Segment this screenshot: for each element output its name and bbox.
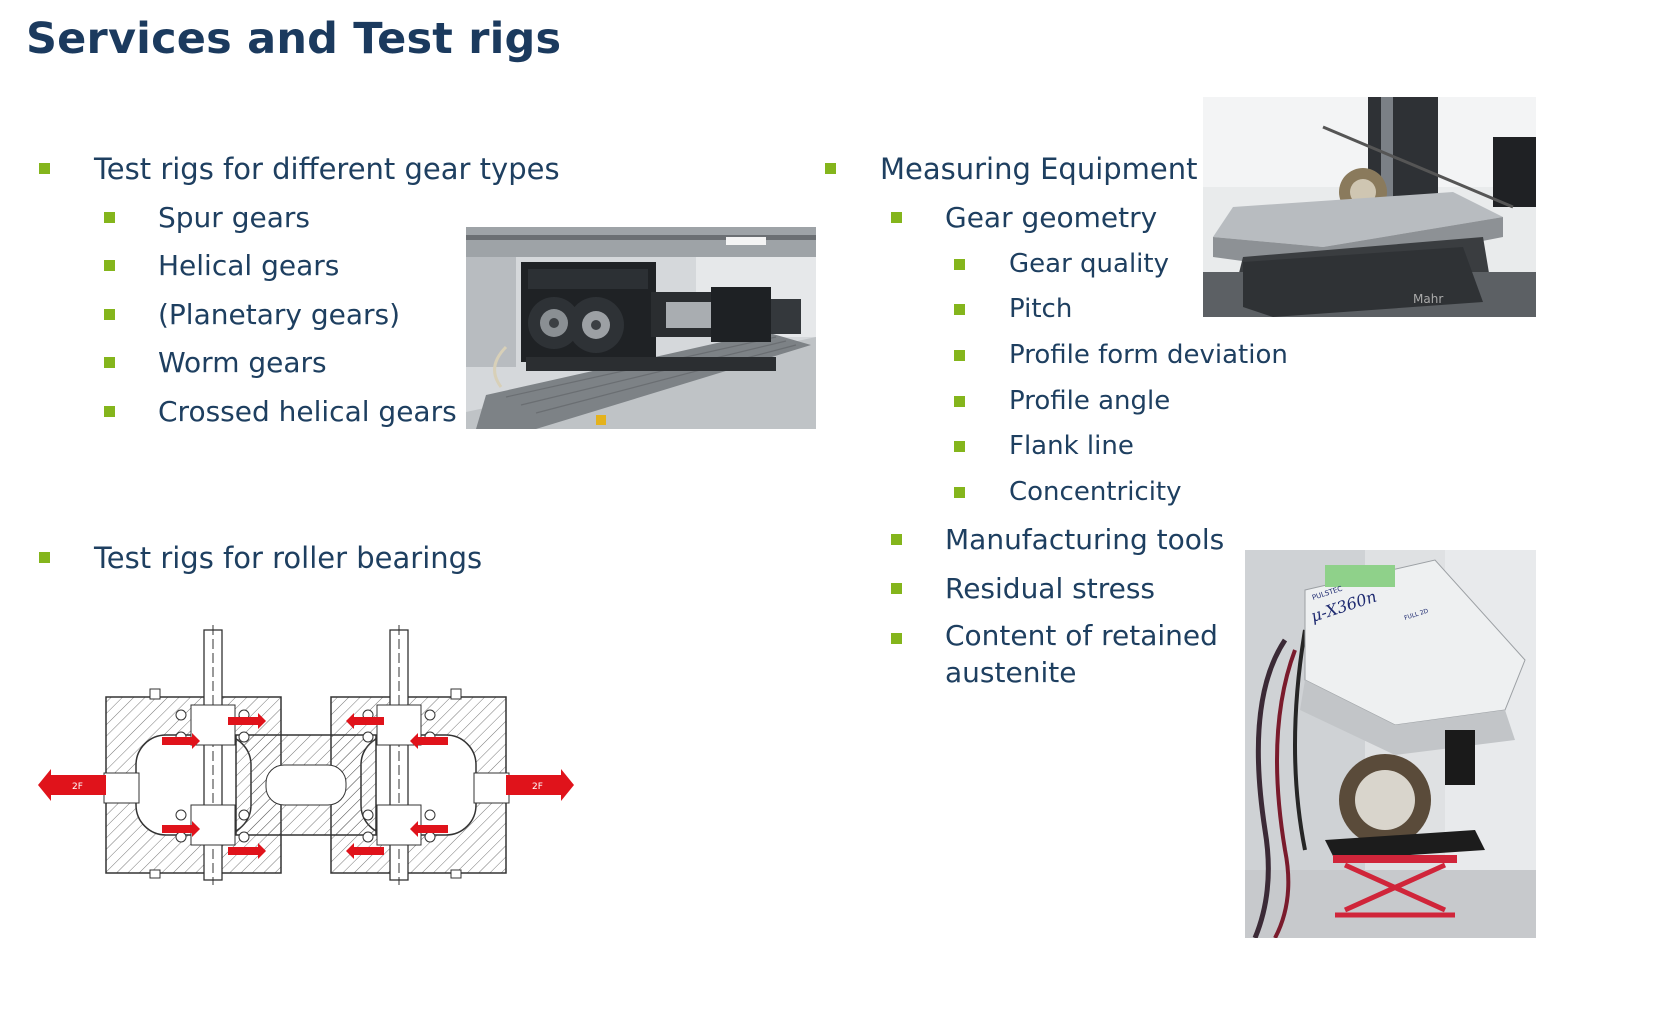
list-item-concentricity: Concentricity bbox=[954, 477, 1182, 507]
list-item-label: Pitch bbox=[1009, 294, 1073, 324]
list-item-label: Spur gears bbox=[158, 201, 310, 234]
list-item-label: Test rigs for different gear types bbox=[94, 152, 560, 186]
bullet-icon bbox=[954, 350, 965, 361]
list-item-label: Flank line bbox=[1009, 431, 1134, 461]
list-item-label: Concentricity bbox=[1009, 477, 1182, 507]
list-item-bearing-test-rigs: Test rigs for roller bearings bbox=[39, 541, 483, 575]
gear-measuring-machine-photo: Mahr bbox=[1203, 97, 1536, 317]
bullet-icon bbox=[891, 212, 902, 223]
bullet-icon bbox=[954, 487, 965, 498]
bullet-icon bbox=[954, 304, 965, 315]
list-item-label: Content of retained austenite bbox=[945, 619, 1218, 689]
bullet-icon bbox=[104, 357, 115, 368]
list-item-retained-austenite: Content of retained austenite bbox=[891, 617, 1235, 691]
list-item-residual-stress: Residual stress bbox=[891, 572, 1156, 605]
list-item-helical-gears: Helical gears bbox=[104, 249, 340, 282]
bullet-icon bbox=[891, 534, 902, 545]
bullet-icon bbox=[39, 163, 50, 174]
list-item-measuring-equipment: Measuring Equipment bbox=[825, 152, 1198, 186]
page-title: Services and Test rigs bbox=[26, 14, 562, 64]
list-item-label: Helical gears bbox=[158, 249, 340, 282]
gear-test-rig-photo bbox=[466, 227, 816, 429]
list-item-flank-line: Flank line bbox=[954, 431, 1134, 461]
list-item-label: Profile form deviation bbox=[1009, 340, 1288, 370]
bullet-icon bbox=[825, 163, 836, 174]
list-item-label: Profile angle bbox=[1009, 386, 1171, 416]
list-item-crossed-helical-gears: Crossed helical gears bbox=[104, 395, 457, 428]
list-item-profile-form-deviation: Profile form deviation bbox=[954, 340, 1288, 370]
bullet-icon bbox=[891, 633, 902, 644]
bullet-icon bbox=[954, 396, 965, 407]
list-item-gear-quality: Gear quality bbox=[954, 249, 1169, 279]
list-item-label: (Planetary gears) bbox=[158, 298, 401, 331]
list-item-label: Gear geometry bbox=[945, 201, 1158, 234]
bullet-icon bbox=[104, 309, 115, 320]
list-item-label: Worm gears bbox=[158, 346, 327, 379]
list-item-label: Manufacturing tools bbox=[945, 523, 1225, 556]
list-item-label: Crossed helical gears bbox=[158, 395, 457, 428]
bullet-icon bbox=[104, 406, 115, 417]
list-item-label: Gear quality bbox=[1009, 249, 1169, 279]
bullet-icon bbox=[104, 212, 115, 223]
bullet-icon bbox=[104, 260, 115, 271]
bullet-icon bbox=[954, 259, 965, 270]
list-item-planetary-gears: (Planetary gears) bbox=[104, 298, 401, 331]
bullet-icon bbox=[954, 441, 965, 452]
list-item-profile-angle: Profile angle bbox=[954, 386, 1171, 416]
force-label-left: 2F bbox=[72, 782, 83, 792]
list-item-manufacturing-tools: Manufacturing tools bbox=[891, 523, 1225, 556]
list-item-label: Measuring Equipment bbox=[880, 152, 1198, 186]
force-label-right: 2F bbox=[532, 782, 543, 792]
list-item-pitch: Pitch bbox=[954, 294, 1073, 324]
bullet-icon bbox=[891, 583, 902, 594]
bearing-rig-cross-section-drawing: 2F 2F bbox=[36, 625, 576, 885]
list-item-gear-test-rigs: Test rigs for different gear types bbox=[39, 152, 560, 186]
list-item-worm-gears: Worm gears bbox=[104, 346, 327, 379]
xray-residual-stress-device-photo: μ-X360n PULSTEC FULL 2D bbox=[1245, 550, 1536, 938]
machine-brand-label: Mahr bbox=[1413, 292, 1443, 306]
list-item-gear-geometry: Gear geometry bbox=[891, 201, 1158, 234]
list-item-label: Test rigs for roller bearings bbox=[94, 541, 483, 575]
list-item-label: Residual stress bbox=[945, 572, 1156, 605]
bullet-icon bbox=[39, 552, 50, 563]
list-item-spur-gears: Spur gears bbox=[104, 201, 310, 234]
